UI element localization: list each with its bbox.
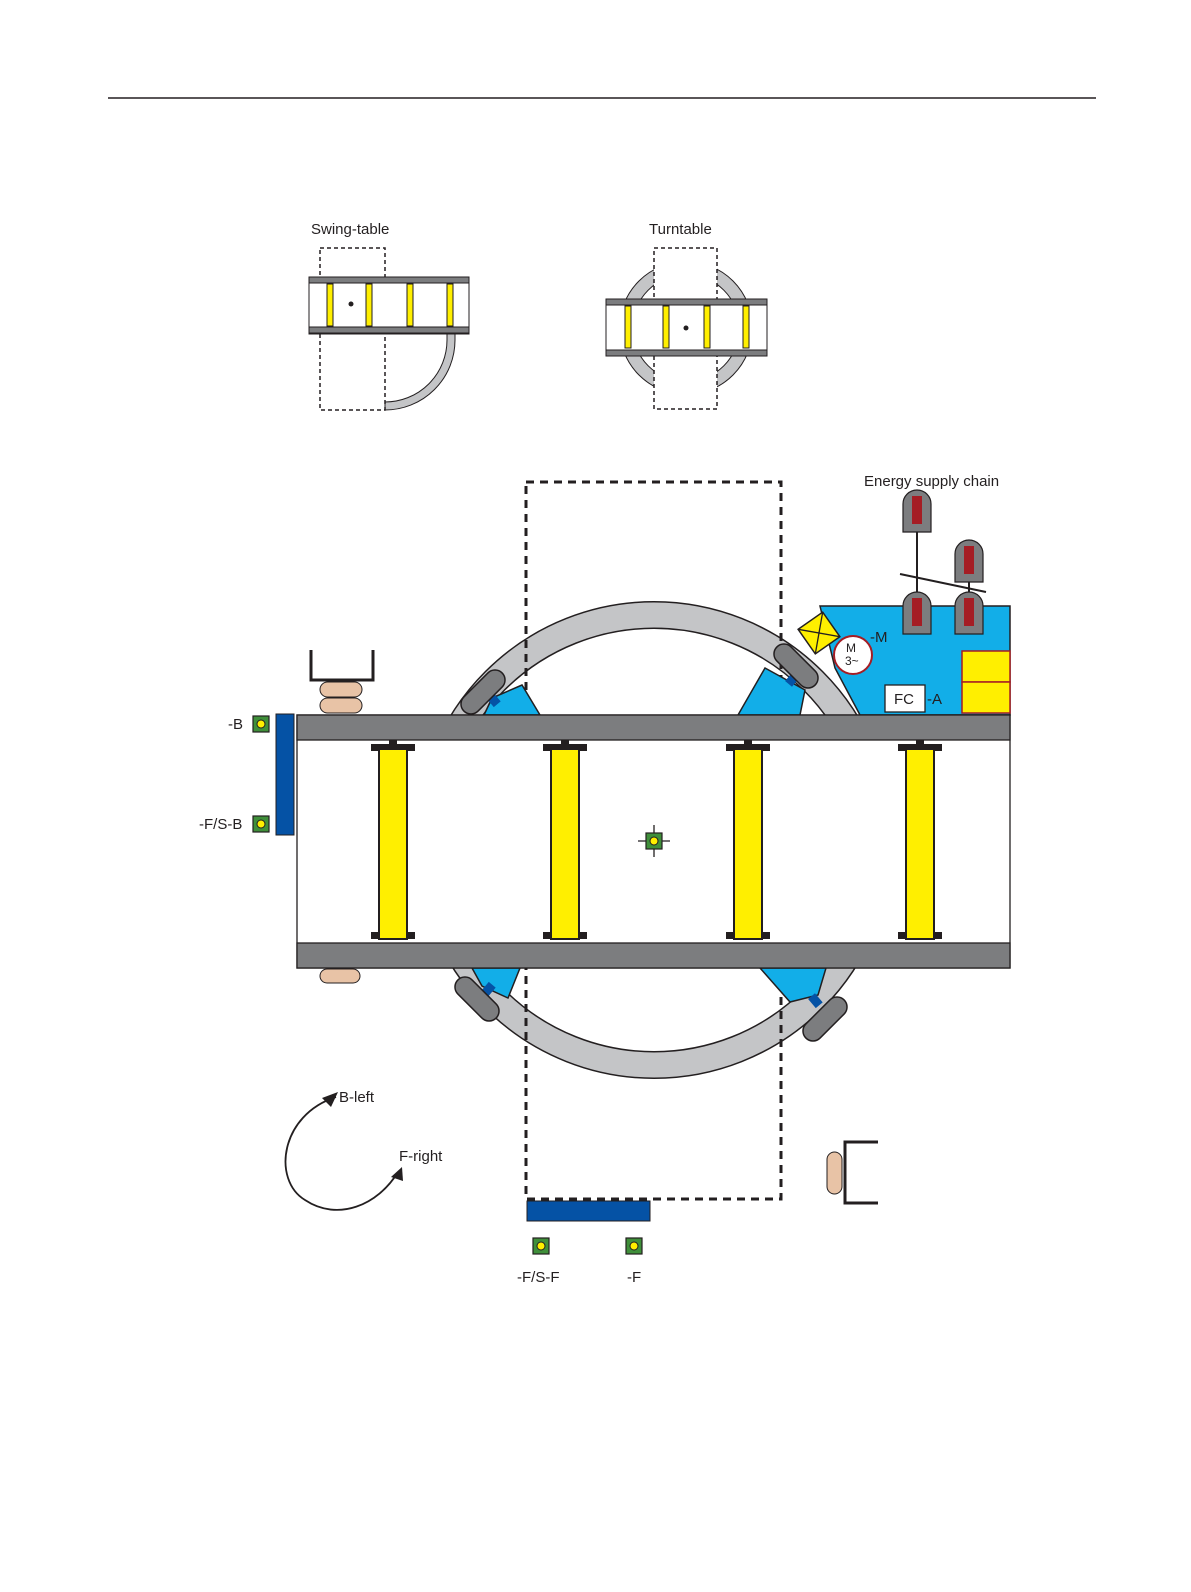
fc-label: FC <box>894 691 914 708</box>
motor-icon: M 3~ <box>834 636 872 674</box>
turntable-sketch: Turntable <box>606 221 767 409</box>
proximity-sensor-icon <box>253 816 269 832</box>
stopper-bracket <box>311 650 373 680</box>
sensor-fsf-label: -F/S-F <box>517 1269 560 1286</box>
bumper-back <box>276 714 294 835</box>
motor-tag: -M <box>870 629 888 646</box>
conveyor-side-rail-top <box>297 715 1010 740</box>
swing-table-label: Swing-table <box>311 221 389 238</box>
sensor-f-label: -F <box>627 1269 641 1286</box>
swing-table-sketch: Swing-table <box>309 221 469 410</box>
main-turntable: M 3~ -M FC -A Energy supply chain <box>199 473 1010 1286</box>
turntable-label: Turntable <box>649 221 712 238</box>
center-mark-icon <box>684 326 689 331</box>
buffer <box>320 969 360 983</box>
f-right-label: F-right <box>399 1148 443 1165</box>
proximity-sensor-icon <box>533 1238 549 1254</box>
conveyor-side-rail-bottom <box>297 943 1010 968</box>
stopper-bracket <box>845 1142 878 1203</box>
motor-m-label: M <box>846 641 856 655</box>
center-mark-icon <box>349 302 354 307</box>
energy-supply-chain-label: Energy supply chain <box>864 473 999 490</box>
control-box-upper <box>962 651 1010 682</box>
sensor-fsb-label: -F/S-B <box>199 816 242 833</box>
sensor-b-label: -B <box>228 716 243 733</box>
b-left-label: B-left <box>339 1089 375 1106</box>
fc-tag: -A <box>927 691 942 708</box>
rotation-arrow: B-left F-right <box>286 1089 444 1210</box>
proximity-sensor-icon <box>646 833 662 849</box>
motor-phase-label: 3~ <box>845 654 859 668</box>
bumper-front <box>527 1201 650 1221</box>
proximity-sensor-icon <box>626 1238 642 1254</box>
control-box-lower <box>962 682 1010 713</box>
swing-arc <box>385 333 455 410</box>
proximity-sensor-icon <box>253 716 269 732</box>
